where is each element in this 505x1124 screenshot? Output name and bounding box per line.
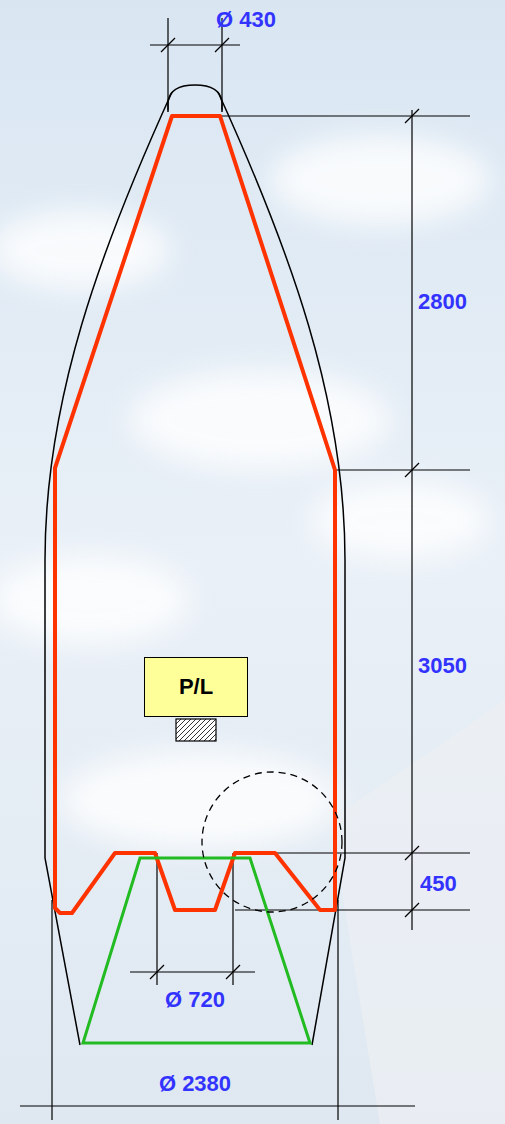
dimension-label: Ø 430 [216,8,276,32]
dimension-label: Ø 720 [165,988,225,1012]
dimension-label: 2800 [418,290,467,314]
fairing-outline [45,85,345,1045]
dimension-label: Ø 2380 [159,1072,231,1096]
detail-circle [202,772,342,912]
adapter-cone [83,858,310,1043]
dimension-label: 450 [420,872,457,896]
payload-interface [176,719,216,741]
dimension-label: 3050 [418,654,467,678]
payload-box: P/L [144,657,248,717]
payload-label: P/L [179,674,213,700]
clouds [0,135,490,850]
usable-volume-outline [55,116,335,913]
dimension-lines [20,18,470,1120]
rocket-body-backdrop [330,700,505,1124]
